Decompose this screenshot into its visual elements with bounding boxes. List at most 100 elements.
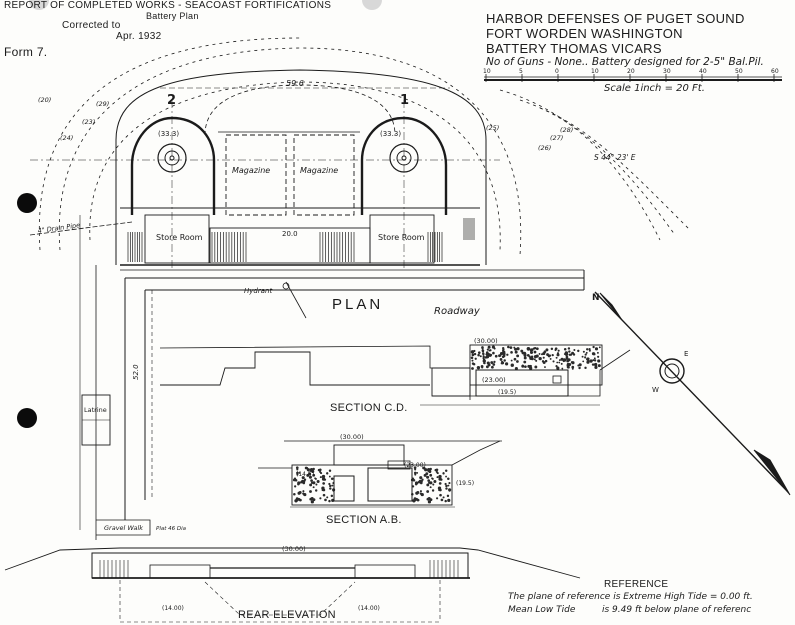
roadway <box>79 215 585 540</box>
concrete-stipple <box>472 363 476 366</box>
concrete-stipple <box>474 357 477 360</box>
concrete-stipple <box>438 474 442 479</box>
concrete-stipple <box>310 479 313 482</box>
concrete-stipple <box>319 476 322 479</box>
concrete-stipple <box>598 346 601 349</box>
concrete-stipple <box>588 348 591 351</box>
concrete-stipple <box>529 351 534 355</box>
concrete-stipple <box>416 472 419 474</box>
concrete-stipple <box>426 490 430 493</box>
concrete-stipple <box>484 356 488 359</box>
concrete-stipple <box>503 359 506 362</box>
concrete-stipple <box>298 472 301 474</box>
concrete-stipple <box>294 479 298 482</box>
concrete-stipple <box>593 359 597 362</box>
plan-label: PLAN <box>332 296 384 313</box>
binder-clip-right <box>362 0 382 10</box>
concrete-stipple <box>561 367 564 370</box>
concrete-stipple <box>523 360 527 364</box>
section-cd <box>159 344 631 406</box>
concrete-stipple <box>424 468 428 472</box>
concrete-stipple <box>493 360 496 363</box>
store-room-right-label: Store Room <box>378 233 425 242</box>
title-harbor-defenses: HARBOR DEFENSES OF PUGET SOUND <box>486 11 745 26</box>
concrete-stipple <box>586 360 590 364</box>
concrete-stipple <box>591 363 595 366</box>
concrete-stipple <box>594 347 599 351</box>
concrete-stipple <box>471 353 475 357</box>
concrete-stipple <box>428 481 431 484</box>
concrete-stipple <box>427 468 431 472</box>
concrete-stipple <box>568 353 571 356</box>
concrete-stipple <box>470 356 474 359</box>
concrete-stipple <box>527 364 531 368</box>
concrete-stipple <box>510 363 514 367</box>
concrete-stipple <box>321 474 326 479</box>
scale-tick-label: 5 <box>519 68 523 75</box>
plan-outline <box>29 69 584 271</box>
section-cd-elev-floor: (23.00) <box>482 376 506 384</box>
concrete-stipple <box>494 354 498 358</box>
concrete-stipple <box>302 490 305 493</box>
concrete-stipple <box>571 351 575 355</box>
concrete-stipple <box>563 353 566 355</box>
emplacement-2-label: 2 <box>167 93 176 108</box>
concrete-stipple <box>545 348 549 352</box>
concrete-stipple <box>492 363 496 366</box>
concrete-stipple <box>312 473 316 477</box>
title-guns: No of Guns - None.. Battery designed for… <box>486 56 764 68</box>
concrete-stipple <box>564 352 569 357</box>
form-number: Form 7. <box>4 45 48 59</box>
concrete-stipple <box>486 348 489 351</box>
concrete-stipple <box>538 356 542 361</box>
contour-lines <box>38 37 691 256</box>
binder-hole-top <box>17 193 37 213</box>
section-ab-elev-base: (19.5) <box>456 480 474 487</box>
store-room-left-box <box>144 214 210 264</box>
concrete-stipple <box>438 477 442 481</box>
concrete-stipple <box>444 482 447 486</box>
concrete-stipple <box>578 363 582 367</box>
concrete-stipple <box>329 484 332 488</box>
concrete-stipple <box>557 349 560 352</box>
concrete-stipple <box>535 359 538 362</box>
concrete-stipple <box>308 475 312 479</box>
concrete-stipple <box>533 358 536 361</box>
concrete-stipple <box>505 362 509 366</box>
concrete-stipple <box>526 353 530 357</box>
concrete-stipple <box>593 357 596 360</box>
concrete-stipple <box>582 350 585 353</box>
concrete-stipple <box>414 468 417 471</box>
concrete-stipple <box>426 497 430 501</box>
corridor <box>209 227 371 264</box>
contour-label: (29) <box>96 100 109 108</box>
concrete-stipple <box>314 489 318 492</box>
concrete-stipple <box>473 352 477 356</box>
concrete-stipple <box>546 353 549 356</box>
concrete-stipple <box>322 482 326 485</box>
concrete-stipple <box>562 358 567 362</box>
concrete-stipple <box>330 477 334 480</box>
concrete-stipple <box>586 348 589 351</box>
scale-tick-label: 40 <box>699 68 707 75</box>
concrete-stipple <box>310 481 314 484</box>
magazine-right-room <box>293 134 355 216</box>
concrete-stipple <box>486 352 489 356</box>
concrete-stipple <box>309 490 312 493</box>
concrete-stipple <box>328 469 332 472</box>
concrete-stipple <box>581 355 584 358</box>
hydrant-label: Hydrant <box>244 287 272 295</box>
concrete-stipple <box>296 473 299 476</box>
concrete-stipple <box>447 498 451 502</box>
concrete-stipple <box>432 483 435 486</box>
concrete-stipple <box>535 347 539 351</box>
concrete-stipple <box>555 356 558 359</box>
concrete-stipple <box>523 356 527 360</box>
concrete-stipple <box>322 493 326 497</box>
concrete-stipple <box>302 480 304 482</box>
concrete-stipple <box>597 355 600 358</box>
rear-elevation <box>4 547 581 623</box>
section-ab-elev-mid: (23.00) <box>404 462 426 469</box>
concrete-stipple <box>533 350 537 354</box>
